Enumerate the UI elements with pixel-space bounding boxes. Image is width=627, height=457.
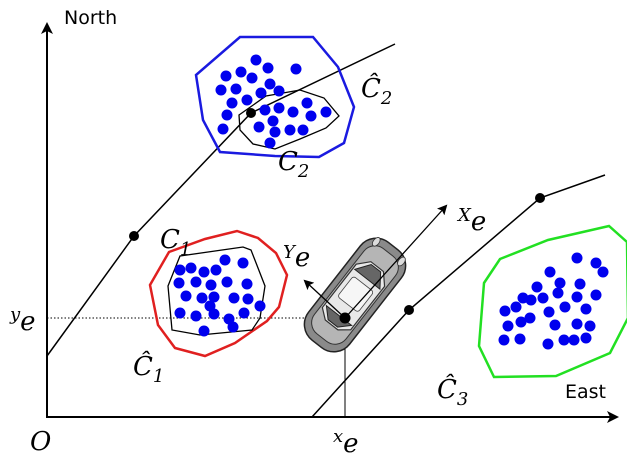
- road-marker: [535, 193, 545, 203]
- c3-hat-label: Ĉ3: [437, 373, 468, 410]
- Ye-label: Ye: [283, 242, 310, 273]
- c3-points: [499, 253, 609, 350]
- c1-points: [174, 255, 266, 337]
- c1-hat-label: Ĉ1: [133, 350, 164, 387]
- Xe-label: Xe: [456, 205, 486, 237]
- c1-label: C1: [160, 225, 191, 260]
- vehicle-position-dot: [340, 313, 351, 324]
- c3-estimated-hull: [479, 226, 627, 377]
- origin-label: O: [30, 427, 51, 457]
- road-marker: [129, 231, 139, 241]
- north-label: North: [64, 7, 117, 29]
- road-marker: [404, 305, 414, 315]
- c1-true-hull: [168, 247, 265, 335]
- east-label: East: [565, 381, 606, 403]
- ye-label: ye: [9, 304, 36, 337]
- c2-estimated-hull: [196, 37, 354, 157]
- c2-hat-label: Ĉ2: [361, 72, 392, 109]
- c2-label: C2: [278, 147, 309, 182]
- c2-true-hull: [239, 90, 339, 149]
- vehicle: [296, 230, 413, 360]
- xe-label: xe: [333, 426, 359, 457]
